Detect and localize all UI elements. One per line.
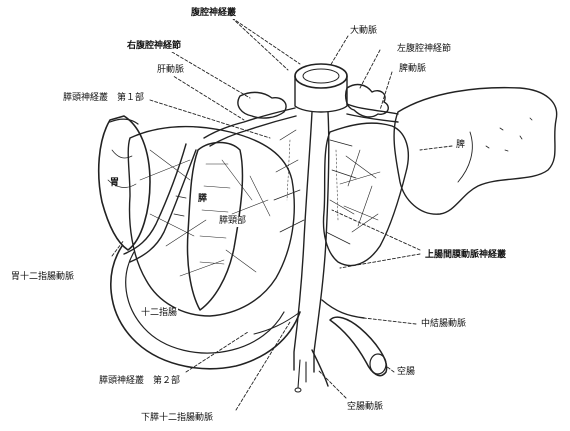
label-splenic-artery: 脾動脈 [398,64,427,75]
leader-splenic-artery [380,72,392,110]
superior-mesenteric-artery [294,112,312,370]
leader-jejunal-artery [318,370,346,398]
spleen-shape [394,88,557,215]
leader-spleen [420,146,452,150]
leader-middle-colic [364,318,416,324]
leader-aorta [330,36,348,66]
aorta-wall [295,76,347,112]
label-left-celiac-ganglion: 左腹腔神経節 [396,44,452,55]
jejunum-loop [330,317,387,375]
leader-celiac-plexus [232,18,288,70]
label-pancreatic-head-plexus-1: 膵頭神経叢 第１部 [62,93,145,104]
label-duodenum: 十二指腸 [140,308,178,319]
label-hepatic-artery: 肝動脈 [156,65,185,76]
leader-sma-plexus [332,210,420,250]
label-gastroduodenal-artery: 胃十二指腸動脈 [10,272,75,283]
label-pancreas: 膵 [196,194,209,205]
label-pancreatic-neck: 膵頸部 [218,216,247,227]
label-aorta: 大動脈 [349,26,378,37]
label-pancreatic-head-plexus-2: 膵頭神経叢 第２部 [98,376,181,387]
label-celiac-plexus: 腹腔神経叢 [190,8,237,19]
label-jejunal-artery: 空腸動脈 [346,402,384,413]
sma-plexus-fibers [274,130,356,244]
label-stomach: 胃 [108,178,121,189]
right-celiac-ganglion-shape [238,92,286,118]
pancreatic-head-shape [128,127,294,316]
label-right-celiac-ganglion: 右腹腔神経節 [126,41,182,52]
middle-colic-artery-shape [322,300,364,318]
pancreas-body-shape [324,123,409,265]
leader-inferior-pd [236,322,290,410]
leader-hepatic-artery [170,74,244,120]
splenic-artery-shape [347,104,398,114]
label-jejunum: 空腸 [396,367,416,378]
label-inferior-pancreaticoduodenal-artery: 下膵十二指腸動脈 [140,413,214,424]
stomach-shape [99,116,150,250]
label-spleen: 脾 [455,140,466,151]
leader-left-ganglion [360,50,380,88]
label-middle-colic-artery: 中結腸動脈 [420,319,467,330]
hepatic-artery-shape [204,108,295,138]
label-sma-plexus: 上腸間膜動脈神経叢 [424,250,507,261]
left-celiac-ganglion-shape [346,85,389,117]
